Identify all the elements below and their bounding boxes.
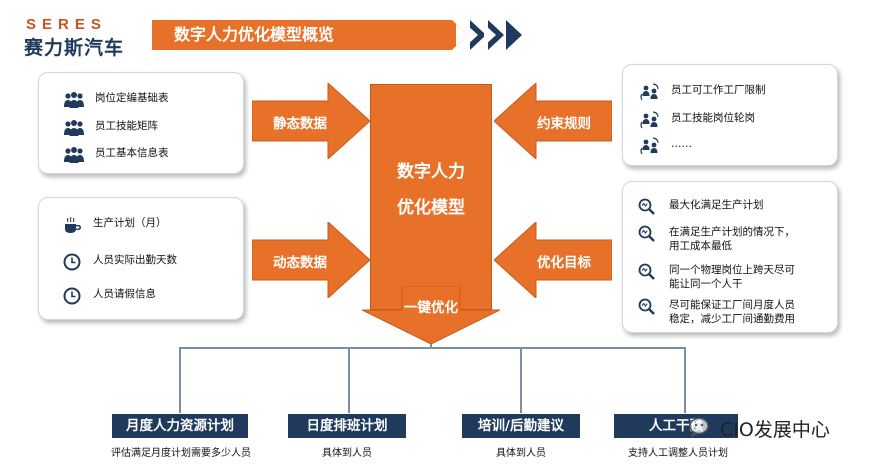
watermark: CIO发展中心: [688, 410, 858, 446]
dynamic-data-label: 动态数据: [273, 255, 327, 271]
banner-chevron-gap: [466, 24, 478, 46]
person-cycle-icon: [639, 83, 661, 101]
goal-item-line: 在满足生产计划的情况下，: [669, 226, 795, 238]
static-item: 岗位定编基础表: [63, 91, 169, 109]
output-monthly-plan-desc: 评估满足月度计划需要多少人员: [111, 448, 251, 459]
goal-item: 尽可能保证工厂间月度人员 稳定，减少工厂间通勤费用: [637, 298, 795, 326]
person-cycle-icon: [639, 137, 661, 155]
static-item-label: 员工基本信息表: [95, 147, 169, 159]
constraint-item-label: 员工技能岗位轮岗: [671, 112, 755, 124]
center-line1: 数字人力: [397, 162, 465, 182]
goal-item: 在满足生产计划的情况下， 用工成本最低: [637, 225, 795, 253]
goal-item: 同一个物理岗位上跨天尽可 能让同一个人干: [637, 263, 795, 291]
tree-leaf-line: [520, 347, 522, 413]
tree-trunk: [430, 344, 432, 348]
output-daily-schedule: 日度排班计划: [288, 414, 406, 438]
goal-item-line: 同一个物理岗位上跨天尽可: [669, 264, 795, 276]
static-item-label: 岗位定编基础表: [95, 92, 169, 104]
goal-item-line: 最大化满足生产计划: [669, 199, 764, 211]
output-monthly-plan: 月度人力资源计划: [112, 414, 248, 438]
goal-arrow: 优化目标: [494, 222, 612, 298]
goal-item-label: 同一个物理岗位上跨天尽可 能让同一个人干: [669, 263, 795, 291]
goal-item-line: 用工成本最低: [669, 240, 732, 252]
person-cycle-icon: [639, 111, 661, 129]
logo-cn: 赛力斯汽车: [24, 37, 125, 59]
constraint-item-label: 员工可工作工厂限制: [671, 84, 766, 96]
output-manual-intervention: 人工干预: [614, 414, 738, 438]
constraint-item: 员工可工作工厂限制: [639, 83, 766, 101]
center-line2: 优化模型: [397, 198, 465, 218]
magnifier-icon: [637, 263, 659, 281]
center-model-box: 数字人力 优化模型: [370, 84, 492, 310]
dynamic-item-label: 生产计划（月）: [93, 217, 167, 229]
goal-item-label: 在满足生产计划的情况下， 用工成本最低: [669, 225, 795, 253]
tree-branch: [179, 347, 685, 349]
goal-item-line: 稳定，减少工厂间通勤费用: [669, 313, 795, 325]
logo-en: SERES: [26, 16, 107, 33]
static-data-label: 静态数据: [273, 116, 327, 132]
goal-item: 最大化满足生产计划: [637, 198, 764, 216]
dynamic-item: 人员请假信息: [61, 287, 156, 305]
constraint-item: ……: [639, 137, 692, 155]
output-training-advice: 培训/后勤建议: [462, 414, 580, 438]
tree-leaf-line: [684, 347, 686, 413]
goal-item-line: 能让同一个人干: [669, 278, 743, 290]
constraint-item-label: ……: [671, 138, 692, 150]
banner-chevron: [506, 20, 522, 50]
static-item: 员工基本信息表: [63, 146, 169, 164]
magnifier-icon: [637, 198, 659, 216]
one-click-label: 一键优化: [404, 300, 458, 316]
constraint-item: 员工技能岗位轮岗: [639, 111, 755, 129]
goal-label: 优化目标: [537, 255, 591, 271]
people-icon: [63, 91, 85, 109]
dynamic-item-label: 人员请假信息: [93, 288, 156, 300]
dynamic-data-box: 生产计划（月） 人员实际出勤天数 人员请假信息: [38, 197, 244, 320]
static-data-arrow: 静态数据: [252, 83, 370, 159]
magnifier-icon: [637, 225, 659, 243]
dynamic-item: 人员实际出勤天数: [61, 253, 177, 271]
watermark-text: CIO发展中心: [720, 418, 830, 441]
static-item: 员工技能矩阵: [63, 119, 158, 137]
constraint-box: 员工可工作工厂限制 员工技能岗位轮岗 ……: [622, 64, 838, 166]
people-icon: [63, 146, 85, 164]
banner-chevron-gap: [456, 24, 468, 46]
tree-leaf-line: [179, 347, 181, 413]
one-click-arrow: 一键优化: [362, 286, 500, 344]
goal-item-line: 尽可能保证工厂间月度人员: [669, 299, 795, 311]
goal-box: 最大化满足生产计划 在满足生产计划的情况下， 用工成本最低 同一个物理岗位上跨天…: [622, 181, 838, 333]
people-icon: [63, 119, 85, 137]
tree-leaf-line: [348, 347, 350, 413]
clock-icon: [61, 253, 83, 271]
page-title: 数字人力优化模型概览: [152, 20, 452, 50]
coffee-cup-icon: [61, 216, 83, 234]
constraint-label: 约束规则: [537, 116, 591, 132]
dynamic-data-arrow: 动态数据: [252, 222, 370, 298]
magnifier-icon: [637, 298, 659, 316]
goal-item-label: 尽可能保证工厂间月度人员 稳定，减少工厂间通勤费用: [669, 298, 795, 326]
constraint-arrow: 约束规则: [494, 83, 612, 159]
static-data-box: 岗位定编基础表 员工技能矩阵 员工基本信息表: [38, 72, 244, 174]
dynamic-item-label: 人员实际出勤天数: [93, 254, 177, 266]
clock-icon: [61, 287, 83, 305]
static-item-label: 员工技能矩阵: [95, 120, 158, 132]
wechat-icon: [688, 416, 714, 440]
output-manual-intervention-desc: 支持人工调整人员计划: [628, 448, 728, 459]
output-daily-schedule-desc: 具体到人员: [322, 448, 372, 459]
goal-item-label: 最大化满足生产计划: [669, 198, 764, 212]
output-training-advice-desc: 具体到人员: [496, 448, 546, 459]
banner-chevron-gap: [484, 24, 496, 46]
dynamic-item: 生产计划（月）: [61, 216, 167, 234]
